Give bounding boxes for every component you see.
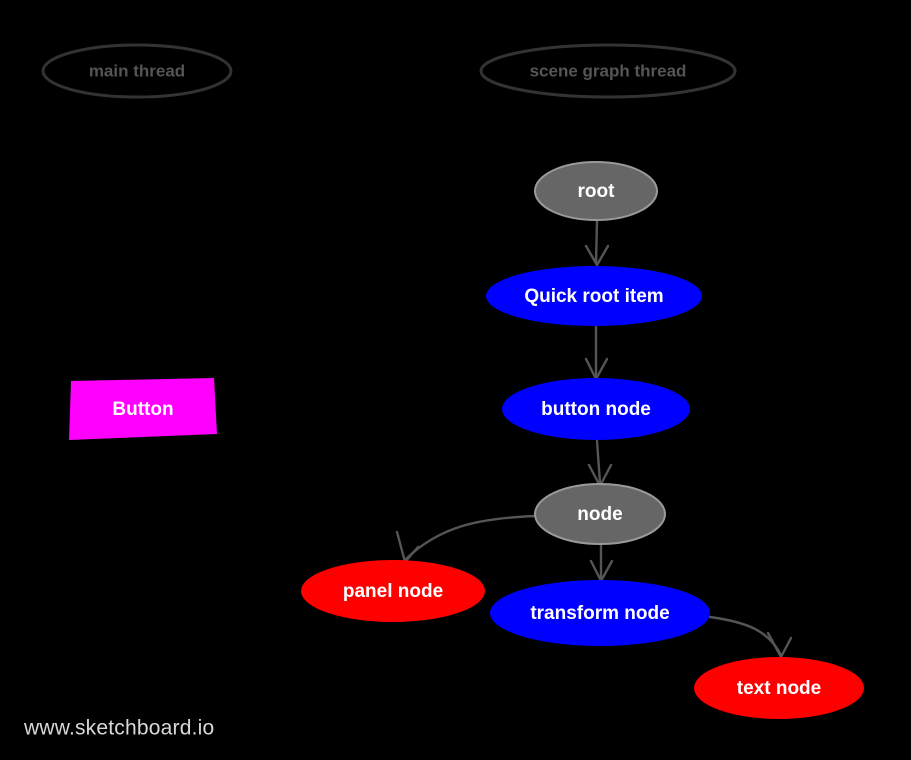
edge-button-node-to-node[interactable] bbox=[587, 439, 613, 488]
edge-node-to-panel-node[interactable] bbox=[395, 514, 538, 564]
node-root-ellipse bbox=[534, 161, 658, 221]
edge-transform-node-to-text-node[interactable] bbox=[708, 615, 793, 659]
node-transform-node[interactable]: transform node bbox=[490, 580, 710, 646]
node-root[interactable]: root bbox=[534, 161, 658, 221]
arrow-head-icon bbox=[395, 530, 420, 564]
edge-line bbox=[594, 219, 599, 265]
lane-group: main thread scene graph thread bbox=[41, 43, 737, 99]
lane-main-thread-ellipse bbox=[41, 43, 233, 99]
node-button-node[interactable]: button node bbox=[502, 378, 690, 440]
node-group: root Quick root item button node node pa… bbox=[301, 161, 864, 719]
lane-main-thread[interactable]: main thread bbox=[41, 43, 233, 99]
lane-scene-graph-thread-ellipse bbox=[479, 43, 737, 99]
node-text-node-ellipse bbox=[694, 657, 864, 719]
lane-main-thread-label: main thread bbox=[89, 61, 185, 80]
node-panel-node-ellipse bbox=[301, 560, 485, 622]
node-quick-root-item-ellipse bbox=[486, 266, 702, 326]
node-button-node-ellipse bbox=[502, 378, 690, 440]
arrow-head-icon bbox=[766, 631, 793, 659]
lane-scene-graph-thread[interactable]: scene graph thread bbox=[479, 43, 737, 99]
lane-scene-graph-thread-label: scene graph thread bbox=[530, 61, 687, 80]
shape-button[interactable]: Button bbox=[69, 378, 217, 440]
edge-node-to-transform-node[interactable] bbox=[589, 542, 614, 583]
edge-line bbox=[595, 439, 602, 485]
edge-root-to-quick-root-item[interactable] bbox=[584, 219, 610, 267]
node-text-node[interactable]: text node bbox=[694, 657, 864, 719]
edge-quick-root-item-to-button-node[interactable] bbox=[584, 325, 609, 381]
node-panel-node[interactable]: panel node bbox=[301, 560, 485, 622]
node-transform-node-ellipse bbox=[490, 580, 710, 646]
arrow-head-icon bbox=[584, 244, 610, 267]
watermark-label: www.sketchboard.io bbox=[23, 717, 214, 740]
node-quick-root-item[interactable]: Quick root item bbox=[486, 266, 702, 326]
edge-line bbox=[404, 514, 538, 561]
button-rect-shape bbox=[69, 378, 217, 440]
node-node-ellipse bbox=[534, 483, 666, 545]
node-node[interactable]: node bbox=[534, 483, 666, 545]
